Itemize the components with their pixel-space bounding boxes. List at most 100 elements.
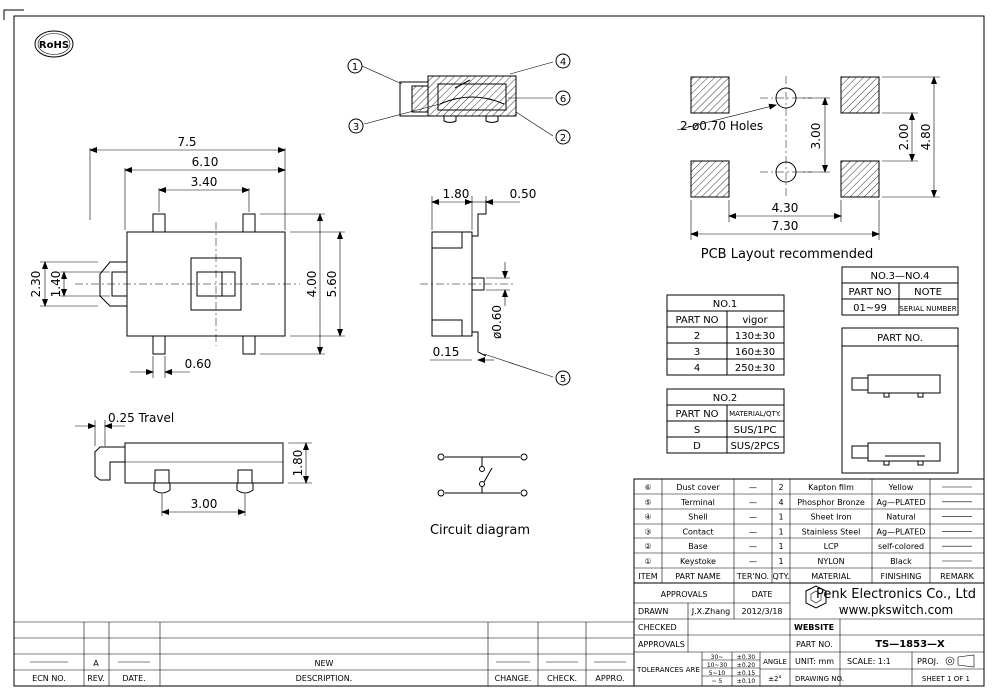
- bom-cell: ⑥: [644, 483, 651, 492]
- revision-header: APPRO.: [595, 674, 624, 683]
- dim-5-60: 5.60: [325, 271, 339, 298]
- dim-2-30: 2.30: [29, 271, 43, 298]
- tb-website: WEBSITE: [794, 623, 834, 632]
- side-view: 0.25 Travel 1.80 3.00: [75, 411, 312, 516]
- no34-cell: 01~99: [853, 303, 887, 314]
- bom-cell: 1: [778, 542, 783, 551]
- bom-cell: —: [749, 498, 757, 507]
- bom-cell: Natural: [886, 513, 916, 522]
- no2-cell: D: [693, 441, 701, 452]
- tb-part-no-label: PART NO.: [796, 640, 833, 649]
- part-no-box: PART NO.: [841, 327, 959, 474]
- dim-pcb-2-00: 2.00: [897, 124, 911, 151]
- part-no-box-title: PART NO.: [877, 333, 923, 344]
- bom-cell: ⑤: [644, 498, 651, 507]
- bom-cell: Contact: [682, 527, 713, 536]
- bom-header: REMARK: [940, 572, 975, 581]
- callout-2: 2: [560, 133, 566, 144]
- end-view: 1.80 0.50 ø0.60 0.15 5: [420, 187, 571, 386]
- bom-cell: 4: [778, 498, 783, 507]
- dim-pcb-4-30: 4.30: [772, 201, 799, 215]
- table-no34: NO.3—NO.4 PART NO NOTE 01~99 SERIAL NUMB…: [841, 266, 959, 316]
- callout-6: 6: [560, 94, 566, 105]
- bom-cell: —: [749, 483, 757, 492]
- bom-cell: Base: [688, 542, 708, 551]
- revision-header: ECN NO.: [32, 674, 66, 683]
- dim-phi-0-60: ø0.60: [490, 305, 504, 339]
- no2-title: NO.2: [713, 393, 738, 404]
- bom-cell: Kapton film: [808, 483, 854, 492]
- tb-approvals: APPROVALS: [661, 590, 708, 599]
- tb-angle: ANGLE: [763, 658, 787, 666]
- top-view: 7.5 6.10 3.40 4.00 5.60 2.30 1.40 0.60: [29, 135, 345, 378]
- table-no2: NO.2 PART NO MATERIAL/QTY. S SUS/1PC D S…: [666, 388, 785, 454]
- bom-cell: —: [749, 557, 757, 566]
- no34-cell: SERIAL NUMBER: [899, 305, 956, 313]
- revision-desc: NEW: [315, 659, 334, 668]
- bom-cell: Dust cover: [676, 483, 720, 492]
- dim-0-15: 0.15: [433, 345, 460, 359]
- no34-header-note: NOTE: [914, 287, 942, 298]
- dim-3-40: 3.40: [191, 175, 218, 189]
- bom-cell: LCP: [824, 542, 839, 551]
- dim-holes: 2-ø0.70 Holes: [680, 119, 763, 133]
- tb-approvals-2: APPROVALS: [638, 640, 685, 649]
- tol-range: 10~30: [707, 662, 727, 669]
- tb-drawn-date: 2012/3/18: [741, 607, 782, 616]
- tb-tolerances: TOLERANCES ARE: [636, 666, 700, 674]
- bom-cell: 1: [778, 513, 783, 522]
- dim-pcb-7-30: 7.30: [772, 219, 799, 233]
- bom-cell: 1: [778, 557, 783, 566]
- tol-value: ±0.30: [737, 654, 756, 661]
- bom-cell: Terminal: [680, 498, 715, 507]
- dim-0-60: 0.60: [185, 357, 212, 371]
- projection-symbol-icon: [945, 654, 975, 668]
- dim-6-10: 6.10: [192, 155, 219, 169]
- dim-0-50: 0.50: [510, 187, 537, 201]
- rohs-badge: RoHS: [34, 30, 74, 58]
- pcb-caption: PCB Layout recommended: [701, 247, 874, 262]
- no34-title: NO.3—NO.4: [871, 271, 930, 282]
- dim-1-80-side: 1.80: [291, 450, 305, 477]
- no1-header: PART NO: [675, 315, 718, 326]
- bom-cell: self-colored: [878, 542, 924, 551]
- tb-proj: PROJ.: [917, 657, 939, 666]
- bom-cell: Shell: [688, 513, 708, 522]
- bom-cell: 2: [778, 483, 783, 492]
- tb-date: DATE: [752, 590, 773, 599]
- revision-header: CHANGE.: [495, 674, 532, 683]
- callout-3: 3: [353, 122, 359, 133]
- bom-cell: Stainless Steel: [802, 527, 861, 536]
- dim-3-00: 3.00: [191, 497, 218, 511]
- no2-cell: SUS/2PCS: [730, 441, 779, 452]
- dim-pcb-4-80: 4.80: [919, 124, 933, 151]
- callout-4: 4: [560, 57, 566, 68]
- no1-cell: 4: [694, 363, 700, 374]
- table-no1: NO.1 PART NO vigor 2 130±30 3 160±30 4 2…: [666, 294, 785, 376]
- bom-header: PART NAME: [675, 572, 721, 581]
- revision-header: CHECK.: [547, 674, 577, 683]
- no1-header: vigor: [742, 315, 768, 326]
- revision-table: A NEW ECN NO. REV. DATE. DESCRIPTION. CH…: [14, 583, 635, 686]
- bom-cell: ①: [644, 557, 651, 566]
- bom-cell: ③: [644, 527, 651, 536]
- bom-cell: ④: [644, 513, 651, 522]
- bom-cell: —: [749, 527, 757, 536]
- revision-header: DATE.: [122, 674, 145, 683]
- revision-header: REV.: [87, 674, 105, 683]
- tb-part-no: TS—1853—X: [875, 639, 945, 650]
- company-logo-icon: [805, 585, 827, 609]
- tol-value: ±0.15: [737, 670, 756, 677]
- tb-checked: CHECKED: [638, 623, 677, 632]
- tol-range: 5~10: [709, 670, 726, 677]
- tb-drawn-by: J.X.Zhang: [691, 607, 731, 616]
- tol-value: ±0.20: [737, 662, 756, 669]
- corner-mark: [3, 9, 24, 20]
- no1-cell: 250±30: [735, 363, 775, 374]
- drawing-frame: [13, 15, 985, 687]
- callout-5: 5: [560, 374, 566, 385]
- no34-header-partno: PART NO: [848, 287, 891, 298]
- dim-1-40: 1.40: [49, 271, 63, 298]
